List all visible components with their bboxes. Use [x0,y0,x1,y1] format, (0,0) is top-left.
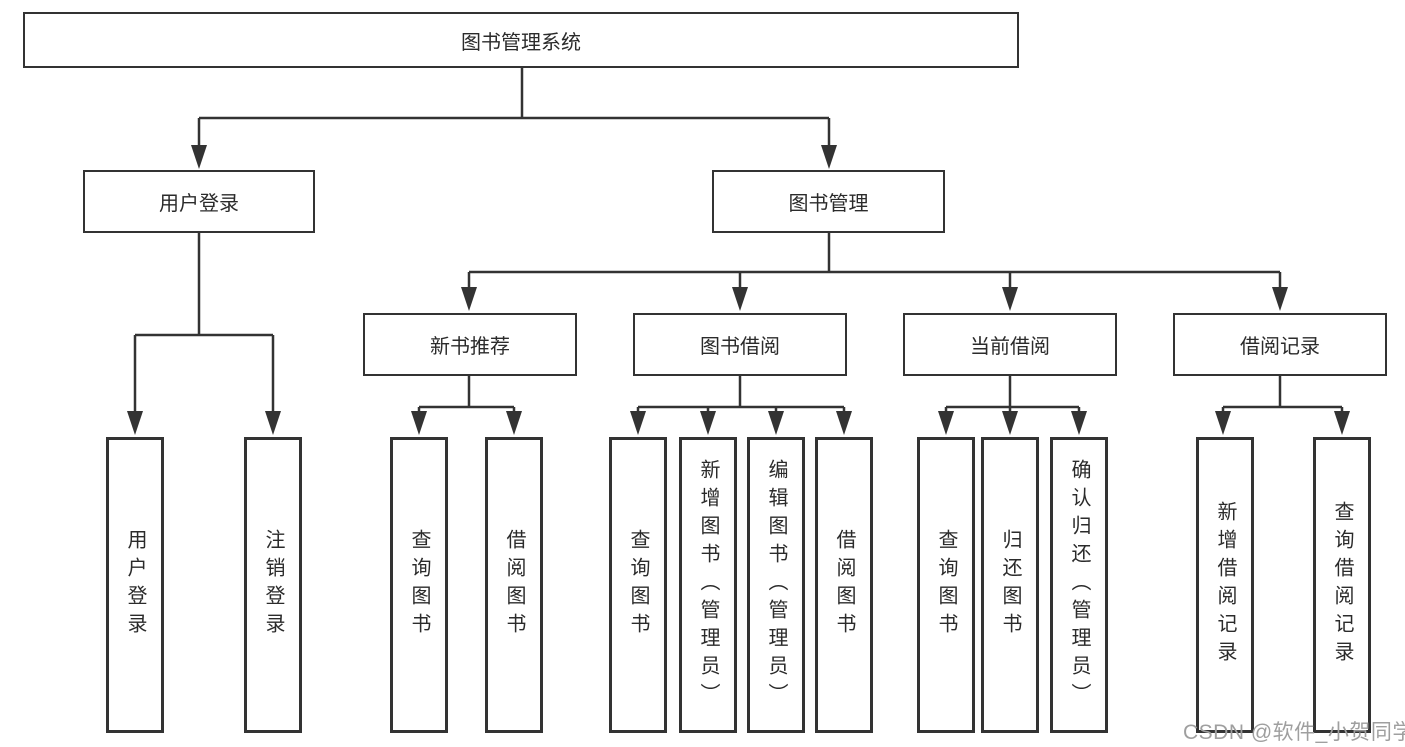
node-book-manage-label: 图书管理 [788,193,869,215]
csdn-watermark: CSDN @软件_小贺同学 [1183,721,1405,744]
leaf-query-borrow-record: 查询借阅记录 [1313,437,1371,733]
leaf-query-books-borrow: 查询图书 [609,437,667,733]
leaf-add-books-admin: 新增图书（管理员） [679,437,737,733]
leaf-user-login: 用户登录 [106,437,164,733]
node-new-book-recommend: 新书推荐 [363,313,577,376]
node-book-borrow-label: 图书借阅 [700,336,780,358]
leaf-return-books: 归还图书 [981,437,1039,733]
leaf-logout-label: 注销登录 [262,529,284,641]
leaf-query-books-current-label: 查询图书 [935,529,957,641]
leaf-edit-books-admin: 编辑图书（管理员） [747,437,805,733]
node-book-manage: 图书管理 [712,170,945,233]
leaf-add-borrow-record: 新增借阅记录 [1196,437,1254,733]
leaf-add-books-admin-label: 新增图书（管理员） [697,459,719,711]
leaf-query-books-borrow-label: 查询图书 [627,529,649,641]
leaf-query-borrow-record-label: 查询借阅记录 [1331,501,1353,669]
node-root-system: 图书管理系统 [23,12,1019,68]
leaf-return-books-label: 归还图书 [999,529,1021,641]
leaf-edit-books-admin-label: 编辑图书（管理员） [765,459,787,711]
node-book-borrow: 图书借阅 [633,313,847,376]
node-borrow-records: 借阅记录 [1173,313,1387,376]
node-borrow-records-label: 借阅记录 [1240,336,1320,358]
node-current-borrow-label: 当前借阅 [970,336,1050,358]
leaf-confirm-return-admin-label: 确认归还（管理员） [1068,459,1090,711]
node-current-borrow: 当前借阅 [903,313,1117,376]
leaf-query-books-recommend: 查询图书 [390,437,448,733]
arrowheads [127,145,1350,435]
leaf-borrow-books-recommend-label: 借阅图书 [503,529,525,641]
node-user-login-label: 用户登录 [159,193,239,215]
leaf-query-books-recommend-label: 查询图书 [408,529,430,641]
node-user-login: 用户登录 [83,170,315,233]
node-root-label: 图书管理系统 [461,31,581,54]
leaf-add-borrow-record-label: 新增借阅记录 [1214,501,1236,669]
leaf-user-login-label: 用户登录 [124,529,146,641]
leaf-borrow-books-label: 借阅图书 [833,529,855,641]
leaf-borrow-books-recommend: 借阅图书 [485,437,543,733]
leaf-query-books-current: 查询图书 [917,437,975,733]
leaf-logout: 注销登录 [244,437,302,733]
leaf-confirm-return-admin: 确认归还（管理员） [1050,437,1108,733]
leaf-borrow-books: 借阅图书 [815,437,873,733]
node-new-book-recommend-label: 新书推荐 [430,336,510,358]
